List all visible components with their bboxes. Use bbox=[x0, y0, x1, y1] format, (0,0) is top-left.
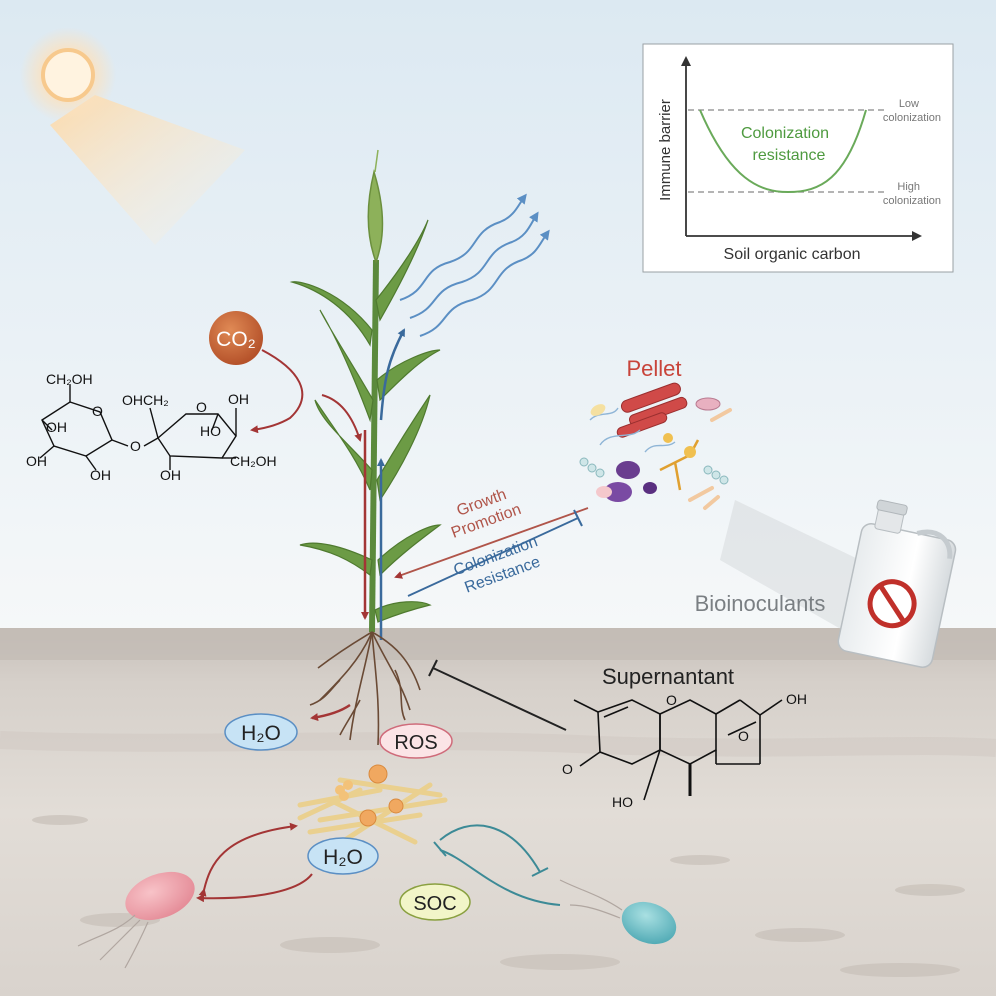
water-exchange-arrow-2 bbox=[196, 873, 313, 903]
colonization-resistance-bar bbox=[573, 509, 583, 527]
soc-inhibit-curve-2 bbox=[439, 849, 561, 906]
growth-promotion-arrow bbox=[394, 507, 589, 579]
toxin-o-ring: O bbox=[666, 692, 677, 708]
h2o-bottom-label: H₂O bbox=[323, 846, 363, 869]
ring2-oh-b: OH bbox=[160, 467, 181, 483]
glycosidic-o-label: O bbox=[130, 438, 141, 454]
colonization-curve bbox=[699, 109, 867, 194]
h2o-top-badge: H₂O bbox=[224, 713, 298, 751]
inset-y-label: Immune barrier bbox=[657, 99, 674, 201]
ring2-o-label: O bbox=[196, 399, 207, 415]
co2-molecule: CO₂ bbox=[209, 311, 263, 365]
ring2-oh-top: OH bbox=[228, 391, 249, 407]
xylem-arrow-upper bbox=[379, 328, 406, 421]
ch2oh-label: CH₂OH bbox=[46, 371, 93, 387]
toxin-o-keto: O bbox=[562, 761, 573, 777]
supernatant-inhibit-line bbox=[432, 667, 567, 731]
toxin-oh: OH bbox=[786, 691, 807, 707]
colonization-resistance-inhibitor bbox=[407, 517, 579, 597]
pink-bacterium bbox=[77, 871, 195, 969]
sucrose-labels: CH₂OH O OH OH OH O OHCH₂ O OH HO OH CH₂O… bbox=[26, 371, 277, 483]
ring1-oh-c: OH bbox=[90, 467, 111, 483]
soc-inhibit-bar-right bbox=[531, 867, 549, 877]
low-label-2: colonization bbox=[883, 112, 941, 124]
inset-x-label: Soil organic carbon bbox=[724, 246, 861, 263]
wheat-spike bbox=[367, 169, 384, 265]
ros-label: ROS bbox=[394, 732, 437, 754]
bioinoculant-jug bbox=[837, 499, 957, 668]
h2o-bottom-badge: H₂O bbox=[307, 837, 379, 875]
wheat-roots bbox=[309, 631, 421, 746]
sun bbox=[20, 27, 245, 245]
h2o-top-label: H₂O bbox=[241, 722, 281, 745]
sun-beam bbox=[50, 95, 245, 245]
ohch2-label: OHCH₂ bbox=[122, 392, 169, 408]
water-exchange-arrow bbox=[198, 822, 298, 897]
pellet-microbes bbox=[579, 382, 732, 510]
soc-inhibit-curve bbox=[439, 824, 541, 873]
toxin-ho: HO bbox=[612, 794, 633, 810]
fungal-mycelium bbox=[297, 764, 448, 845]
ring1-o-label: O bbox=[92, 403, 103, 419]
ring2-ho: HO bbox=[200, 423, 221, 439]
ring1-oh-a: OH bbox=[46, 419, 67, 435]
wheat-plant bbox=[289, 149, 442, 746]
ring2-ch2oh: CH₂OH bbox=[230, 453, 277, 469]
low-label-1: Low bbox=[899, 98, 919, 110]
soc-badge: SOC bbox=[399, 883, 471, 921]
wheat-stem bbox=[369, 259, 379, 633]
co2-fixation-arrow bbox=[250, 349, 304, 434]
jug-shadow-cone bbox=[720, 500, 860, 640]
root-exudate-arrow bbox=[310, 703, 351, 722]
soil-band bbox=[0, 628, 996, 660]
inset-chart-frame bbox=[642, 43, 954, 273]
high-label-1: High bbox=[897, 181, 920, 193]
transpiration-arrows bbox=[399, 193, 550, 337]
curve-label-1: Colonization bbox=[741, 125, 829, 142]
high-label-2: colonization bbox=[883, 195, 941, 207]
supernatant-label: Supernantant bbox=[602, 664, 734, 689]
soil-layer-line bbox=[0, 731, 996, 757]
co2-label: CO₂ bbox=[216, 328, 256, 351]
bioinoculants-label: Bioinoculants bbox=[695, 591, 826, 616]
curve-label-2: resistance bbox=[753, 147, 826, 164]
ros-badge: ROS bbox=[379, 723, 453, 759]
teal-bacterium bbox=[559, 879, 677, 945]
soc-inhibit-bar-left bbox=[433, 841, 447, 857]
soil-background bbox=[0, 628, 996, 996]
toxin-o-epox: O bbox=[738, 728, 749, 744]
sugar-transport-arrow bbox=[321, 394, 362, 442]
toxin-structure bbox=[573, 699, 783, 801]
pellet-label: Pellet bbox=[626, 356, 681, 381]
ring1-oh-b: OH bbox=[26, 453, 47, 469]
wheat-leaves bbox=[289, 219, 442, 623]
inset-chart: Immune barrier Soil organic carbon Colon… bbox=[642, 43, 954, 273]
sucrose-structure bbox=[39, 385, 237, 471]
soc-label: SOC bbox=[413, 893, 456, 915]
supernatant-inhibit-bar bbox=[428, 659, 438, 677]
toxin-labels: O OH O O HO bbox=[562, 691, 807, 810]
